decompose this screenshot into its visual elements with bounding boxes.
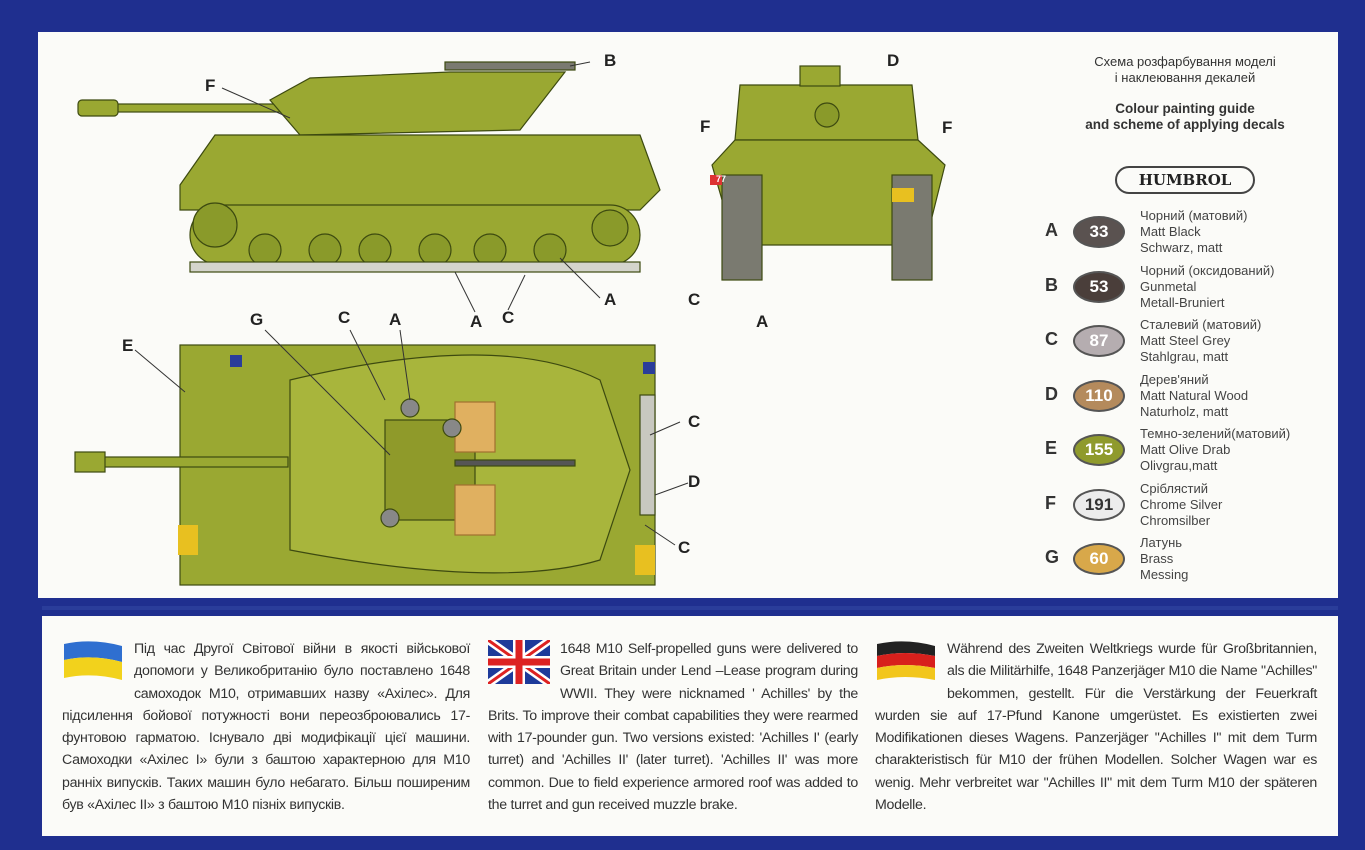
callout-top-c3: C xyxy=(678,538,691,557)
callout-side-a: A xyxy=(604,290,617,309)
paint-letter: B xyxy=(1045,274,1058,295)
title-ua-1: Схема розфарбування моделі xyxy=(1094,54,1276,69)
paint-letter: C xyxy=(1045,329,1058,349)
callout-front-f-left: F xyxy=(700,117,711,136)
paint-name-en: Chrome Silver xyxy=(1140,496,1223,512)
paint-name-ua: Темно-зелений(матовий) xyxy=(1140,426,1291,441)
paint-letter: A xyxy=(1045,220,1058,240)
paint-name-ua: Латунь xyxy=(1140,535,1183,550)
turret xyxy=(269,71,567,136)
paint-name-de: Schwarz, matt xyxy=(1140,240,1223,255)
title-ua-2: і наклеювання декалей xyxy=(1114,70,1256,85)
humbrol-logo: HUMBROL xyxy=(1115,166,1255,194)
paint-name-ua: Сталевий (матовий) xyxy=(1140,317,1262,332)
tank-top-view xyxy=(74,329,689,586)
text-ukrainian: Під час Другої Світової війни в якості в… xyxy=(62,638,470,816)
callout-side-a2: A xyxy=(470,312,483,331)
gun-barrel-top xyxy=(77,456,289,468)
text-english: 1648 M10 Self-propelled guns were delive… xyxy=(488,638,858,816)
paint-chip: 60 xyxy=(1073,543,1125,575)
paint-name-de: Olivgrau,matt xyxy=(1140,458,1218,473)
text-german: Während des Zweiten Weltkriegs wurde für… xyxy=(875,638,1317,816)
callout-top-e: E xyxy=(122,336,134,355)
paint-name-en: Matt Natural Wood xyxy=(1140,387,1249,403)
paint-chip: 155 xyxy=(1073,434,1125,466)
paint-chip: 191 xyxy=(1073,488,1125,521)
paint-item-e: E 155 Темно-зелений(матовий)Matt Olive D… xyxy=(1045,426,1335,480)
paint-letter: D xyxy=(1045,383,1058,404)
decal-number: 77 xyxy=(716,174,727,184)
paint-chip: 33 xyxy=(1073,216,1125,248)
text-de-body: Während des Zweiten Weltkriegs wurde für… xyxy=(875,641,1317,814)
paint-name-en: Brass xyxy=(1140,551,1174,566)
paint-name-en: Matt Olive Drab xyxy=(1140,442,1231,457)
callout-front-c: C xyxy=(688,290,701,309)
paint-name-ua: Дерев'яний xyxy=(1140,371,1209,387)
paint-name-en: Matt Steel Grey xyxy=(1140,333,1231,348)
callout-top-a: A xyxy=(389,310,402,329)
uk-flag-icon xyxy=(488,640,550,684)
text-en-body: 1648 M10 Self-propelled guns were delive… xyxy=(488,641,858,814)
paint-name-en: Matt Black xyxy=(1140,224,1201,239)
paint-chip: 110 xyxy=(1073,379,1125,412)
paint-chip: 87 xyxy=(1073,325,1125,357)
tank-side-view xyxy=(77,61,661,313)
paint-name-de: Messing xyxy=(1140,567,1189,582)
hull xyxy=(179,134,661,211)
paint-name-en: Gunmetal xyxy=(1140,278,1197,294)
paint-name-de: Metall-Bruniert xyxy=(1140,294,1225,310)
paint-name-de: Chromsilber xyxy=(1140,512,1211,528)
paint-name-ua: Чорний (матовий) xyxy=(1140,208,1248,223)
paint-letter: E xyxy=(1045,438,1058,458)
callout-front-d: D xyxy=(887,51,900,70)
paint-name-de: Stahlgrau, matt xyxy=(1140,349,1229,364)
callout-front-f-right: F xyxy=(942,118,953,137)
title-en-2: and scheme of applying decals xyxy=(1085,117,1285,132)
text-ua-body: Під час Другої Світової війни в якості в… xyxy=(62,641,470,814)
callout-side-c: C xyxy=(502,308,515,327)
paint-name-ua: Чорний (оксидований) xyxy=(1140,262,1275,278)
callout-top-c: C xyxy=(338,308,351,327)
machine-gun xyxy=(444,61,576,71)
callout-side-b: B xyxy=(604,51,617,70)
callout-top-d: D xyxy=(688,472,701,491)
callout-top-g: G xyxy=(250,310,264,329)
paint-letter: G xyxy=(1045,547,1060,567)
title-en-1: Colour painting guide xyxy=(1115,101,1255,116)
tank-front-view xyxy=(710,65,946,281)
paint-name-ua: Сріблястий xyxy=(1140,480,1208,496)
paint-letter: F xyxy=(1045,492,1056,513)
muzzle-brake xyxy=(77,99,119,117)
track-links xyxy=(189,261,641,273)
ukraine-flag-icon xyxy=(64,641,122,680)
history-text-panel xyxy=(42,616,1338,836)
callout-front-a: A xyxy=(756,312,769,331)
paint-name-de: Naturholz, matt xyxy=(1140,403,1229,419)
divider xyxy=(42,606,1338,610)
germany-flag-icon xyxy=(877,641,935,680)
paint-chip: 53 xyxy=(1073,270,1125,303)
callout-top-c2: C xyxy=(688,412,701,431)
callout-side-f: F xyxy=(205,76,216,95)
